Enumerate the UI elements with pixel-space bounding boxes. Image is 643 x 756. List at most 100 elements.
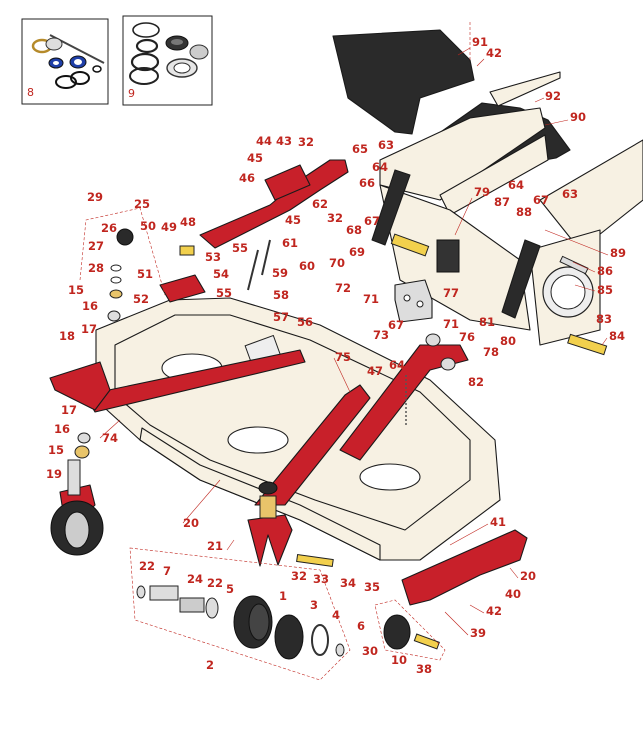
callout-76: 76 <box>459 330 475 344</box>
callout-72: 72 <box>335 281 351 295</box>
callout-42: 42 <box>486 46 502 60</box>
front-roller-assembly <box>136 585 345 660</box>
callout-82: 82 <box>468 375 484 389</box>
valve-block <box>394 279 433 323</box>
callout-16: 16 <box>82 299 98 313</box>
callout-32: 32 <box>291 569 307 583</box>
callout-5: 5 <box>226 582 234 596</box>
mower-deck <box>95 297 501 561</box>
callout-58: 58 <box>273 288 289 302</box>
callout-38: 38 <box>416 662 432 676</box>
callout-62: 62 <box>312 197 328 211</box>
rear-roller <box>383 614 440 650</box>
callout-88: 88 <box>516 205 532 219</box>
inset-label-9: 9 <box>128 87 135 100</box>
callout-22: 22 <box>139 559 155 573</box>
red-frame-parts <box>49 159 528 606</box>
callout-81: 81 <box>479 315 495 329</box>
callout-71: 71 <box>443 317 459 331</box>
callout-67: 67 <box>388 318 404 332</box>
callout-7: 7 <box>163 564 171 578</box>
callout-91: 91 <box>472 35 488 49</box>
callout-21: 21 <box>207 539 223 553</box>
callout-63: 63 <box>378 138 394 152</box>
callout-15: 15 <box>48 443 64 457</box>
callout-78: 78 <box>483 345 499 359</box>
callout-24: 24 <box>187 572 203 586</box>
callout-48: 48 <box>180 215 196 229</box>
callout-18: 18 <box>59 329 75 343</box>
callout-17: 17 <box>81 322 97 336</box>
callout-4: 4 <box>332 608 340 622</box>
callout-74: 74 <box>102 431 118 445</box>
callout-45: 45 <box>247 151 263 165</box>
callout-73: 73 <box>373 328 389 342</box>
callout-29: 29 <box>87 190 103 204</box>
inset-seal-kit-8: 8 <box>21 18 109 105</box>
callout-16: 16 <box>54 422 70 436</box>
callout-43: 43 <box>276 134 292 148</box>
callout-70: 70 <box>329 256 345 270</box>
callout-77: 77 <box>443 286 459 300</box>
callout-52: 52 <box>133 292 149 306</box>
callout-32: 32 <box>327 211 343 225</box>
callout-25: 25 <box>134 197 150 211</box>
callout-60: 60 <box>299 259 315 273</box>
callout-64: 64 <box>372 160 388 174</box>
callout-84: 84 <box>609 329 625 343</box>
callout-42: 42 <box>486 604 502 618</box>
callout-79: 79 <box>474 185 490 199</box>
callout-61: 61 <box>282 236 298 250</box>
callout-86: 86 <box>597 264 613 278</box>
callout-71: 71 <box>363 292 379 306</box>
callout-46: 46 <box>239 171 255 185</box>
callout-66: 66 <box>359 176 375 190</box>
callout-65: 65 <box>352 142 368 156</box>
callout-15: 15 <box>68 283 84 297</box>
callout-64: 64 <box>508 178 524 192</box>
callout-20: 20 <box>183 516 199 530</box>
callout-27: 27 <box>88 239 104 253</box>
callout-34: 34 <box>340 576 356 590</box>
callout-57: 57 <box>273 310 289 324</box>
callout-47: 47 <box>367 364 383 378</box>
inset-seal-kit-9: 9 <box>122 15 213 106</box>
callout-85: 85 <box>597 283 613 297</box>
lift-cylinders <box>371 169 589 319</box>
callout-44: 44 <box>256 134 272 148</box>
left-caster-wheel <box>50 432 104 556</box>
callout-92: 92 <box>545 89 561 103</box>
callout-90: 90 <box>570 110 586 124</box>
callout-39: 39 <box>470 626 486 640</box>
callout-67: 67 <box>533 193 549 207</box>
callout-26: 26 <box>101 221 117 235</box>
callout-30: 30 <box>362 644 378 658</box>
callout-45: 45 <box>285 213 301 227</box>
callout-20: 20 <box>520 569 536 583</box>
callout-51: 51 <box>137 267 153 281</box>
callout-68: 68 <box>346 223 362 237</box>
callout-35: 35 <box>364 580 380 594</box>
callout-54: 54 <box>213 267 229 281</box>
callout-80: 80 <box>500 334 516 348</box>
callout-2: 2 <box>206 658 214 672</box>
callout-56: 56 <box>297 315 313 329</box>
callout-10: 10 <box>391 653 407 667</box>
callout-50: 50 <box>140 219 156 233</box>
callout-89: 89 <box>610 246 626 260</box>
callout-32: 32 <box>298 135 314 149</box>
callout-69: 69 <box>349 245 365 259</box>
callout-87: 87 <box>494 195 510 209</box>
callout-17: 17 <box>61 403 77 417</box>
callout-22: 22 <box>207 576 223 590</box>
callout-59: 59 <box>272 266 288 280</box>
callout-49: 49 <box>161 220 177 234</box>
callout-6: 6 <box>357 619 365 633</box>
rear-frame-tube <box>379 71 643 346</box>
leader-lines <box>99 47 609 636</box>
callout-40: 40 <box>505 587 521 601</box>
callout-41: 41 <box>490 515 506 529</box>
inset-label-8: 8 <box>27 86 34 99</box>
